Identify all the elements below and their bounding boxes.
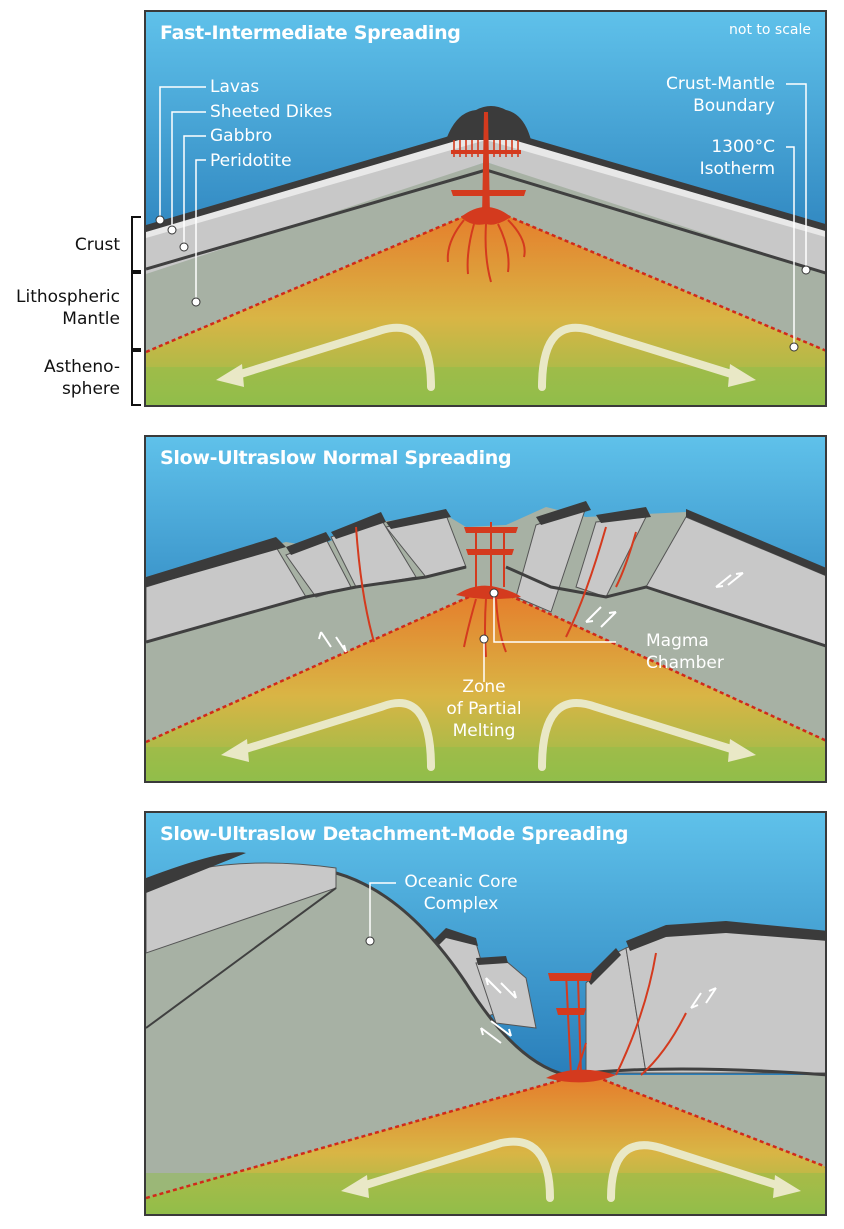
asthenosphere-bracket — [131, 350, 141, 406]
label-isotherm: 1300°C Isotherm — [699, 137, 775, 179]
partial-melt-zone — [146, 207, 825, 405]
side-label-lithospheric-mantle: Lithospheric Mantle — [16, 287, 120, 329]
panel-title: Slow-Ultraslow Detachment-Mode Spreading — [160, 823, 629, 845]
normal-spreading-diagram — [146, 437, 825, 781]
label-partial-melting: Zone of Partial Melting — [446, 677, 522, 741]
label-oceanic-core-complex: Oceanic Core Complex — [404, 872, 518, 914]
partial-melt-zone — [146, 587, 825, 781]
panel-detachment-spreading: Slow-Ultraslow Detachment-Mode Spreading… — [144, 811, 827, 1216]
fault-motion-arrows — [318, 572, 744, 653]
flow-arrow-right — [538, 699, 745, 771]
side-label-asthenosphere: Astheno- sphere — [43, 357, 120, 399]
label-lavas: Lavas — [210, 77, 260, 97]
flow-arrow-left — [232, 699, 435, 771]
isotherm-line — [146, 205, 825, 354]
fast-spreading-diagram — [146, 12, 825, 405]
detachment-spreading-diagram — [146, 813, 825, 1214]
crust-bracket — [131, 216, 141, 272]
label-sheeted-dikes: Sheeted Dikes — [210, 102, 333, 122]
label-crust-mantle-boundary: Crust-Mantle Boundary — [666, 74, 775, 116]
mantle-bracket — [131, 272, 141, 350]
fault-motion-arrows — [480, 977, 717, 1044]
panel-fast-intermediate: Fast-Intermediate Spreading not to scale… — [144, 10, 827, 407]
scale-note: not to scale — [729, 22, 811, 38]
label-peridotite: Peridotite — [210, 151, 292, 171]
magma-chamber — [456, 585, 521, 600]
label-gabbro: Gabbro — [210, 126, 273, 146]
flow-arrow-left — [227, 323, 435, 391]
flow-arrow-right — [607, 1141, 790, 1202]
panel-title: Fast-Intermediate Spreading — [160, 22, 461, 44]
magma-lens — [546, 1069, 616, 1083]
flow-arrow-left — [352, 1137, 554, 1202]
panel-title: Slow-Ultraslow Normal Spreading — [160, 447, 512, 469]
ridge-summit — [446, 106, 531, 140]
side-label-crust: Crust — [74, 235, 120, 255]
panel-normal-spreading: Slow-Ultraslow Normal Spreading Magma Ch… — [144, 435, 827, 783]
label-magma-chamber: Magma Chamber — [646, 631, 724, 673]
flow-arrow-right — [538, 323, 745, 391]
